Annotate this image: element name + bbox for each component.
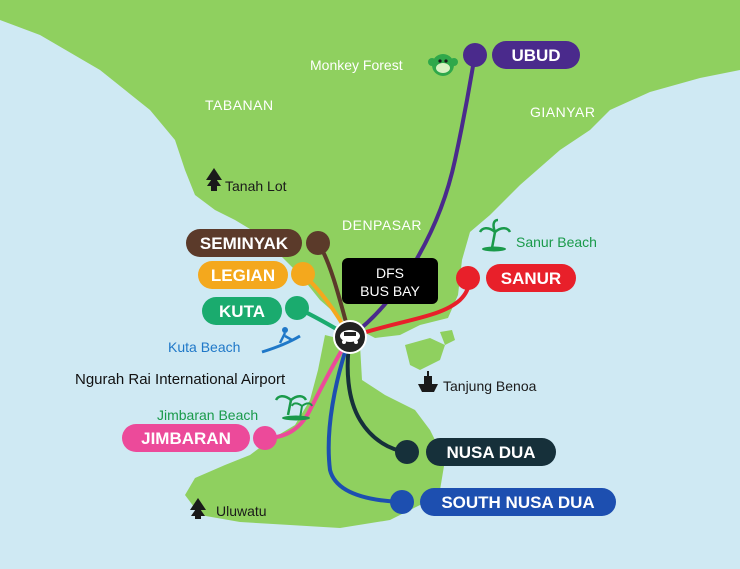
pill-ubud[interactable]: UBUD: [492, 41, 580, 69]
label-kuta-beach: Kuta Beach: [168, 339, 240, 355]
pill-jimbaran-label: JIMBARAN: [141, 429, 231, 448]
label-sanur-beach: Sanur Beach: [516, 234, 597, 250]
region-denpasar: DENPASAR: [342, 217, 422, 233]
route-south-nusa-dua: [326, 336, 401, 504]
pill-kuta-label: KUTA: [219, 302, 265, 321]
pill-ubud-label: UBUD: [511, 46, 560, 65]
station-ubud[interactable]: [463, 43, 487, 67]
route-nusa-dua: [345, 336, 408, 454]
ship-icon: [418, 371, 438, 392]
station-kuta[interactable]: [285, 296, 309, 320]
label-tanjung-benoa: Tanjung Benoa: [443, 378, 537, 394]
label-uluwatu: Uluwatu: [216, 503, 267, 519]
pill-nusa-dua[interactable]: NUSA DUA: [426, 438, 556, 466]
label-airport: Ngurah Rai International Airport: [75, 371, 286, 388]
region-tabanan: TABANAN: [205, 97, 274, 113]
pill-legian[interactable]: LEGIAN: [198, 261, 288, 289]
mainland: [0, 0, 740, 338]
label-jimbaran-beach: Jimbaran Beach: [157, 407, 258, 423]
label-tanah-lot: Tanah Lot: [225, 178, 287, 194]
route-jimbaran: [264, 335, 352, 440]
pill-seminyak[interactable]: SEMINYAK: [186, 229, 302, 257]
station-seminyak[interactable]: [306, 231, 330, 255]
station-legian[interactable]: [291, 262, 315, 286]
bus-icon[interactable]: [333, 320, 367, 354]
temple-icon: [206, 168, 222, 191]
small-island: [440, 330, 455, 345]
pill-seminyak-label: SEMINYAK: [200, 234, 289, 253]
pill-legian-label: LEGIAN: [211, 266, 275, 285]
label-monkey-forest: Monkey Forest: [310, 57, 403, 73]
station-south-nusa-dua[interactable]: [390, 490, 414, 514]
benoa-spit: [405, 338, 445, 370]
palm-tree-icon: [478, 218, 512, 252]
pill-south-nusa-dua[interactable]: SOUTH NUSA DUA: [420, 488, 616, 516]
pill-sanur-label: SANUR: [501, 269, 561, 288]
station-jimbaran[interactable]: [253, 426, 277, 450]
bukit-peninsula: [185, 335, 445, 528]
monkey-icon: [428, 54, 458, 76]
palm-tree-icon: [274, 395, 313, 421]
pill-sanur[interactable]: SANUR: [486, 264, 576, 292]
station-nusa-dua[interactable]: [395, 440, 419, 464]
pill-nusa-dua-label: NUSA DUA: [446, 443, 535, 462]
pill-kuta[interactable]: KUTA: [202, 297, 282, 325]
bus-bay-label: BUS BAY: [360, 283, 420, 299]
station-sanur[interactable]: [456, 266, 480, 290]
pill-south-nusa-dua-label: SOUTH NUSA DUA: [441, 493, 594, 512]
pill-jimbaran[interactable]: JIMBARAN: [122, 424, 250, 452]
temple-icon: [190, 498, 206, 519]
surfer-icon: [261, 327, 301, 354]
region-gianyar: GIANYAR: [530, 104, 595, 120]
dfs-label: DFS: [376, 265, 404, 281]
dfs-bus-bay[interactable]: DFS BUS BAY: [342, 258, 438, 304]
